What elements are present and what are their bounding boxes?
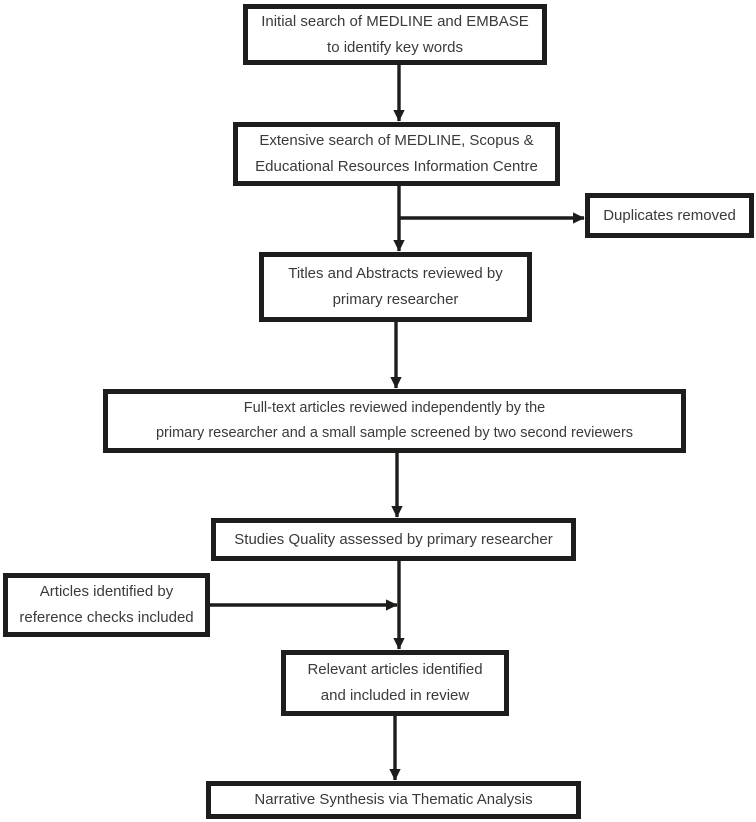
node-text: and included in review	[320, 687, 470, 704]
node-text: Full-text articles reviewed independentl…	[243, 400, 546, 417]
node-titles-abstracts-review: Titles and Abstracts reviewed by primary…	[259, 252, 532, 322]
node-duplicates-removed: Duplicates removed	[585, 193, 754, 238]
node-text: Extensive search of MEDLINE, Scopus &	[259, 132, 534, 150]
node-quality-assessment: Studies Quality assessed by primary rese…	[211, 518, 576, 561]
node-full-text-review: Full-text articles reviewed independentl…	[103, 389, 686, 453]
node-text: Educational Resources Information Centre	[255, 158, 538, 175]
node-extensive-search: Extensive search of MEDLINE, Scopus & Ed…	[233, 122, 560, 186]
node-text: primary researcher	[332, 291, 459, 308]
node-text: Narrative Synthesis via Thematic Analysi…	[254, 791, 533, 809]
node-initial-search: Initial search of MEDLINE and EMBASE to …	[243, 4, 547, 65]
node-text: to identify key words	[327, 38, 463, 56]
node-text: Initial search of MEDLINE and EMBASE	[261, 12, 529, 30]
node-text: Titles and Abstracts reviewed by	[288, 265, 503, 283]
node-text: Relevant articles identified	[307, 661, 483, 679]
node-text: reference checks included	[19, 609, 194, 626]
node-relevant-articles: Relevant articles identified and include…	[281, 650, 509, 716]
node-narrative-synthesis: Narrative Synthesis via Thematic Analysi…	[206, 781, 581, 819]
node-text: primary researcher and a small sample sc…	[155, 425, 634, 441]
node-reference-checks: Articles identified by reference checks …	[3, 573, 210, 637]
node-text: Articles identified by	[39, 583, 174, 601]
node-text: Duplicates removed	[603, 206, 736, 224]
node-text: Studies Quality assessed by primary rese…	[234, 530, 553, 548]
